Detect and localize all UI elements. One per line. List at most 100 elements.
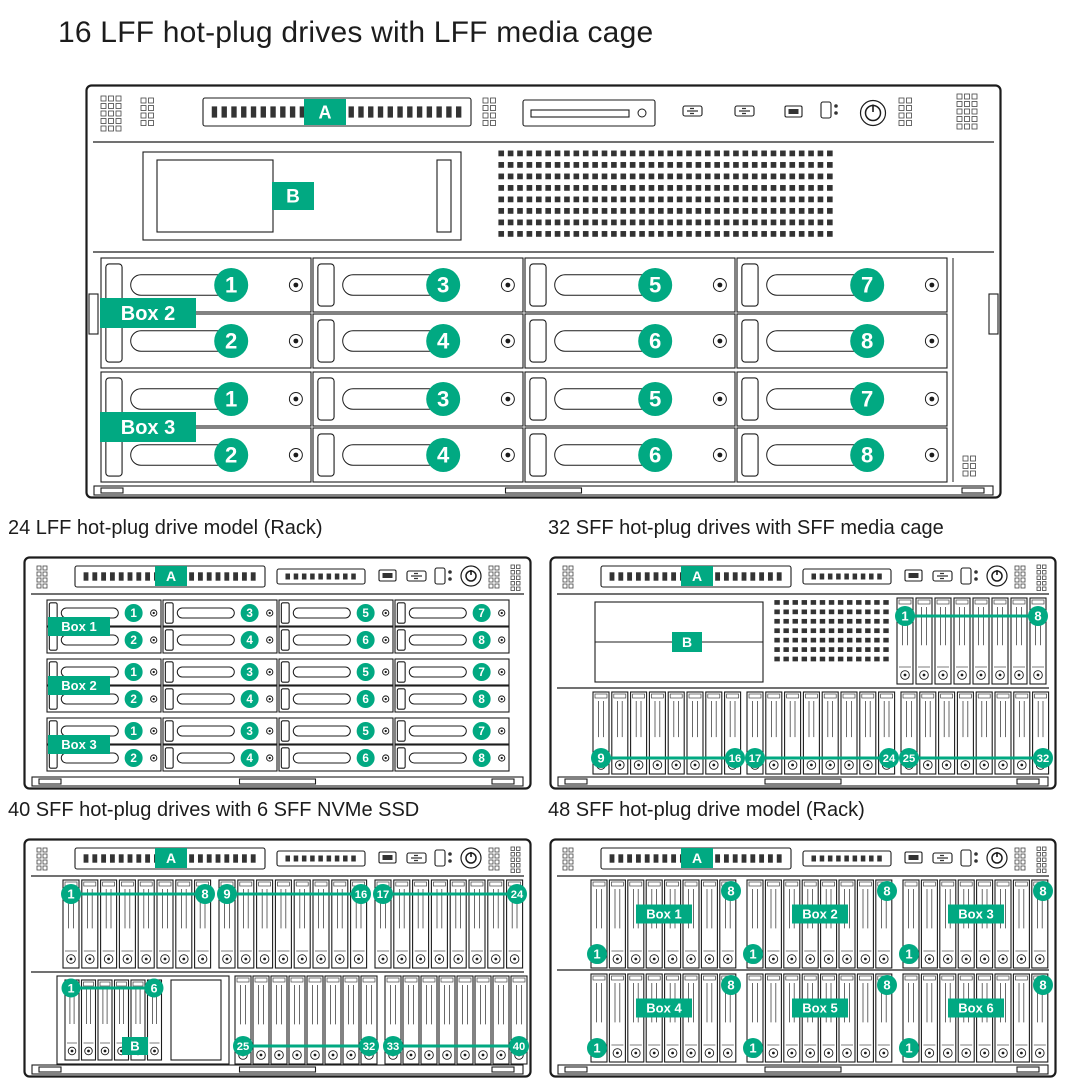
drive-number: 6: [649, 443, 661, 468]
drive-number-badge: 1: [899, 1038, 919, 1058]
sff-drive: [402, 975, 420, 1065]
drive-number: 6: [362, 634, 369, 647]
sff-drive: [1031, 879, 1049, 969]
drive-number: 6: [362, 752, 369, 765]
drive-number: 40: [513, 1041, 525, 1053]
connector-dot-grid: [962, 455, 976, 477]
drive-number-badge: 9: [591, 748, 611, 768]
sff-drive: [100, 879, 118, 969]
box-label: Box 3: [48, 735, 110, 754]
sff-drive: [288, 975, 306, 1065]
sff-drive: [81, 879, 99, 969]
drive-number-badge: 4: [240, 690, 259, 708]
drive-number-badge: 7: [472, 722, 491, 740]
drive-number: 1: [749, 1041, 756, 1056]
drive-number: 7: [478, 666, 485, 679]
sff-drive: [1013, 691, 1031, 775]
drive-number: 3: [246, 725, 253, 738]
lff-drive-tray: 1: [46, 717, 162, 745]
bottom-rail: [557, 776, 1049, 787]
sff-drive: [648, 691, 666, 775]
drive-number: 3: [246, 666, 253, 679]
sff-drive: [412, 879, 430, 969]
connector-dot-grid: [482, 97, 496, 126]
lff-drive-tray: 7: [394, 658, 510, 686]
lff-media-cage: [142, 151, 462, 241]
box-label: Box 3: [100, 412, 196, 442]
drive-number-badge: 8: [1033, 881, 1053, 901]
connector-dot-grid: [140, 97, 154, 126]
sff-drive: [875, 973, 893, 1063]
sff-drive: [312, 879, 330, 969]
box-label-text: Box 3: [61, 737, 96, 752]
lff-drive-tray: 8: [394, 744, 510, 772]
sff-drive: [420, 975, 438, 1065]
drive-number: 1: [749, 947, 756, 962]
section-title-40sff: 40 SFF hot-plug drives with 6 SFF NVMe S…: [8, 799, 420, 821]
drive-number-badge: 24: [507, 884, 527, 904]
connector-dot-grid: [510, 564, 521, 591]
sff-drive: [920, 973, 938, 1063]
drive-number-badge: 6: [638, 324, 673, 358]
drive-number-badge: 8: [721, 881, 741, 901]
sff-drive: [1012, 879, 1030, 969]
usb-port-icon: [682, 105, 703, 117]
drive-number: 1: [130, 607, 137, 620]
sff-media-cage: [594, 601, 764, 683]
lff-drive-tray: 3: [162, 599, 278, 627]
connector-dot-grid: [1014, 565, 1026, 589]
drive-number-badge: 24: [879, 748, 899, 768]
sff-drive: [956, 691, 974, 775]
sff-drive: [80, 979, 97, 1061]
box-label-text: Box 6: [958, 1001, 993, 1016]
drive-number: 8: [478, 693, 485, 706]
lff-drive-tray: 2: [100, 313, 312, 369]
drive-number-badge: 7: [850, 268, 885, 302]
box-label-text: Box 1: [61, 619, 96, 634]
sff-drive: [939, 879, 957, 969]
sff-drive: [840, 691, 858, 775]
box-label-text: Box 3: [121, 417, 175, 439]
drive-number-badge: 25: [233, 1036, 253, 1056]
drive-number-badge: 1: [743, 1038, 763, 1058]
vent-label-a: A: [681, 566, 713, 586]
drive-number-badge: 2: [214, 438, 249, 472]
sff-drive: [306, 975, 324, 1065]
drive-number: 17: [377, 889, 389, 901]
drive-number: 6: [151, 981, 158, 995]
usb-port-icon: [932, 852, 953, 864]
sff-drive: [953, 597, 971, 685]
sff-drive: [156, 879, 174, 969]
sff-drive: [919, 691, 937, 775]
drive-number: 1: [901, 609, 908, 624]
sff-drive: [137, 879, 155, 969]
sff-drive: [667, 691, 685, 775]
drive-number: 8: [861, 329, 873, 354]
drive-number-badge: 2: [214, 324, 249, 358]
box-label-text: Box 2: [121, 303, 175, 325]
connector-dot-grid: [562, 565, 574, 589]
connector-dot-grid: [36, 565, 48, 589]
drive-number: 16: [355, 889, 367, 901]
drive-number-badge: 2: [124, 690, 143, 708]
lff-drive-tray: 6: [524, 313, 736, 369]
section-title-16lff: 16 LFF hot-plug drives with LFF media ca…: [58, 16, 654, 49]
box-label-text: Box 3: [958, 907, 993, 922]
drive-number: 8: [1039, 884, 1046, 899]
box-label: Box 1: [48, 617, 110, 636]
lff-drive-tray: 8: [736, 313, 948, 369]
sff-drive: [920, 879, 938, 969]
drive-number: 4: [437, 443, 450, 468]
drive-number-badge: 6: [356, 631, 375, 649]
drive-number: 5: [362, 725, 369, 738]
drive-number: 1: [130, 725, 137, 738]
connector-dot-grid: [510, 846, 521, 873]
drive-number-badge: 7: [850, 382, 885, 416]
drive-number-badge: 6: [638, 438, 673, 472]
vent-label-a-text: A: [692, 568, 702, 584]
sff-drive: [934, 597, 952, 685]
drive-number: 32: [1037, 753, 1049, 765]
